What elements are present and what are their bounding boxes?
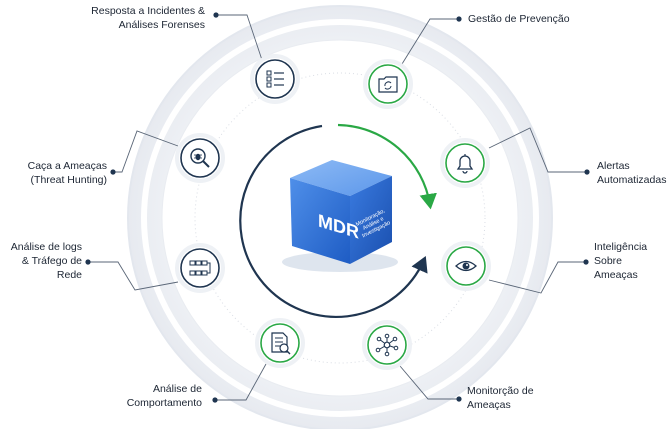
node-monitorcao — [362, 320, 412, 370]
connector-dot-monitorcao — [456, 396, 462, 402]
connector-prevencao — [401, 18, 459, 65]
connector-dot-prevencao — [456, 16, 462, 22]
node-ring — [445, 143, 485, 183]
label-line: Análises Forenses — [118, 19, 205, 31]
label-line: Automatizadas — [597, 174, 667, 186]
node-ring — [260, 323, 300, 363]
label-line: Resposta a Incidentes & — [91, 5, 205, 17]
node-resposta — [250, 54, 300, 104]
connector-caca — [113, 130, 179, 173]
connector-resposta — [216, 14, 263, 61]
connector-dot-inteligencia — [583, 259, 589, 265]
green-cycle-arrow — [337, 123, 437, 210]
connector-dot-alertas — [584, 169, 590, 175]
checklist-icon — [266, 70, 284, 88]
label-caca: Caça a Ameaças (Threat Hunting) — [28, 159, 107, 187]
label-line: Alertas — [597, 160, 630, 172]
eye-icon — [455, 260, 477, 272]
connector-logs — [88, 261, 179, 291]
bell-icon — [456, 154, 474, 174]
connector-dot-logs — [85, 259, 91, 265]
label-comportamento: Análise de Comportamento — [127, 382, 202, 410]
mdr-cube: MDR Monitoração,Análise eInvestigação — [282, 160, 398, 272]
connector-dot-caca — [110, 169, 116, 175]
label-monitorcao: Monitorção de Ameaças — [467, 384, 534, 412]
label-line: Caça a Ameaças — [27, 160, 107, 172]
connector-dot-comportamento — [212, 397, 218, 403]
label-line: Ameaças — [467, 399, 511, 411]
label-line: Rede — [56, 269, 82, 281]
node-ring — [368, 64, 408, 104]
label-resposta: Resposta a Incidentes & Análises Forenses — [91, 4, 205, 32]
node-connectors — [85, 12, 590, 403]
node-logs — [175, 243, 225, 293]
label-line: Inteligência — [594, 241, 648, 253]
label-line: Análise de logs — [10, 241, 82, 253]
label-line: Sobre — [594, 255, 623, 267]
connector-inteligencia — [488, 261, 586, 294]
network-icon — [375, 333, 399, 357]
connector-comportamento — [215, 363, 267, 401]
node-ring — [180, 248, 220, 288]
label-line: Comportamento — [126, 397, 202, 409]
document-search-icon — [271, 332, 291, 355]
label-line: & Tráfego de — [21, 255, 82, 267]
label-line: Monitorção de — [467, 385, 534, 397]
connector-alertas — [488, 127, 587, 173]
nodes — [175, 54, 491, 370]
navy-cycle-arrow — [239, 124, 428, 318]
node-inteligencia — [441, 241, 491, 291]
label-line: Análise de — [152, 383, 202, 395]
label-line: Ameaças — [594, 269, 638, 281]
flow-blocks-icon — [189, 260, 211, 276]
connector-monitorcao — [399, 365, 459, 400]
folder-sync-icon — [378, 76, 398, 93]
node-comportamento — [255, 318, 305, 368]
label-prevencao: Gestão de Prevenção — [468, 12, 570, 26]
bug-search-icon — [190, 148, 210, 168]
node-prevencao — [363, 59, 413, 109]
node-alertas — [440, 138, 490, 188]
cycle-arrows — [239, 123, 437, 318]
label-line: (Threat Hunting) — [30, 174, 107, 186]
node-caca — [175, 133, 225, 183]
label-line: Gestão de Prevenção — [468, 13, 570, 25]
connector-dot-resposta — [213, 12, 219, 18]
label-logs: Análise de logs & Tráfego de Rede — [11, 240, 82, 282]
